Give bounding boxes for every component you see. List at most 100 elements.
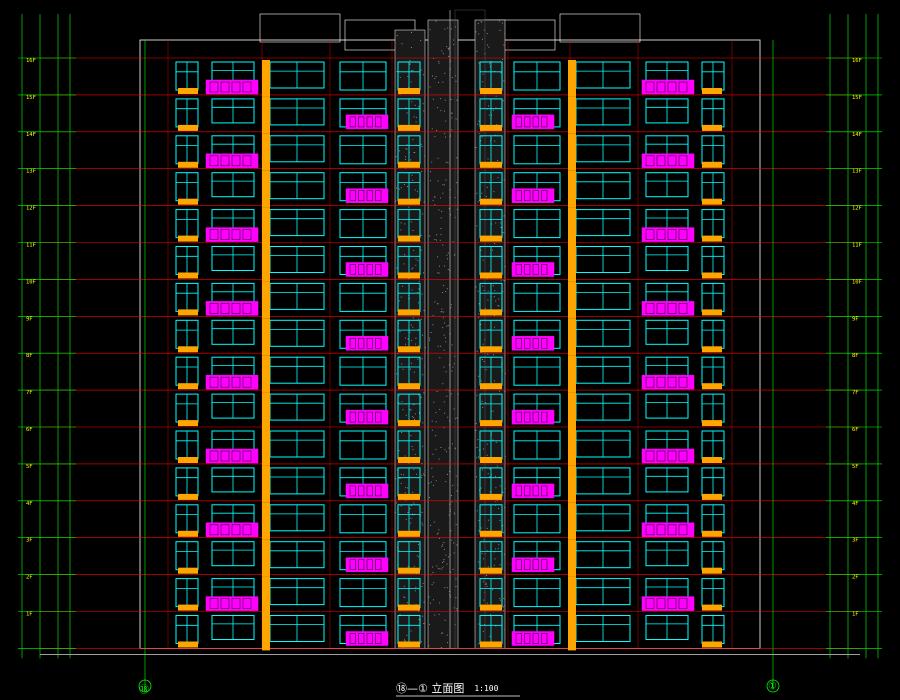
ac-unit — [178, 420, 198, 426]
shaft-speckle — [451, 129, 452, 130]
shaft-speckle — [447, 642, 448, 643]
floor-label-left: 9F — [26, 316, 33, 322]
shaft-speckle — [479, 499, 480, 500]
ac-unit — [480, 457, 502, 463]
shaft-speckle — [484, 30, 485, 31]
shaft-speckle — [423, 74, 424, 75]
shaft-speckle — [487, 444, 488, 445]
ac-unit — [480, 309, 502, 315]
shaft-speckle — [494, 243, 495, 244]
shaft-speckle — [434, 78, 435, 79]
shaft-speckle — [429, 483, 430, 484]
shaft-speckle — [476, 476, 477, 477]
shaft-speckle — [482, 286, 483, 287]
floor-label-left: 10F — [26, 279, 36, 285]
floor-label-left: 1F — [26, 612, 33, 618]
shaft-speckle — [486, 584, 487, 585]
shaft-speckle — [444, 335, 445, 336]
shaft-speckle — [446, 162, 447, 163]
shaft-texture-1 — [428, 20, 458, 648]
shaft-speckle — [504, 391, 505, 392]
shaft-speckle — [456, 182, 457, 183]
shaft-speckle — [487, 300, 488, 301]
shaft-speckle — [478, 121, 479, 122]
shaft-speckle — [477, 124, 478, 125]
shaft-speckle — [411, 340, 412, 341]
shaft-speckle — [455, 26, 456, 27]
shaft-speckle — [444, 266, 445, 267]
ac-unit — [398, 236, 420, 242]
shaft-speckle — [429, 497, 430, 498]
shaft-speckle — [417, 260, 418, 261]
shaft-speckle — [425, 204, 426, 205]
floor-label-right: 13F — [852, 169, 862, 175]
shaft-speckle — [487, 45, 488, 46]
shaft-speckle — [478, 439, 479, 440]
shaft-speckle — [405, 159, 406, 160]
shaft-speckle — [410, 369, 411, 370]
ac-unit — [398, 642, 420, 648]
shaft-speckle — [445, 620, 446, 621]
shaft-speckle — [457, 192, 458, 193]
shaft-speckle — [495, 223, 496, 224]
shaft-speckle — [484, 361, 485, 362]
shaft-speckle — [432, 76, 433, 77]
shaft-speckle — [404, 586, 405, 587]
shaft-speckle — [431, 468, 432, 469]
shaft-speckle — [445, 100, 446, 101]
shaft-speckle — [478, 457, 479, 458]
shaft-speckle — [496, 96, 497, 97]
floor-label-left: 11F — [26, 243, 36, 249]
shaft-speckle — [412, 327, 413, 328]
shaft-speckle — [498, 544, 499, 545]
shaft-speckle — [505, 488, 506, 489]
shaft-speckle — [440, 110, 441, 111]
shaft-speckle — [403, 409, 404, 410]
shaft-speckle — [418, 302, 419, 303]
shaft-speckle — [454, 409, 455, 410]
ac-unit — [702, 88, 722, 94]
ac-unit — [398, 273, 420, 279]
ac-unit — [480, 346, 502, 352]
shaft-speckle — [441, 309, 442, 310]
shaft-speckle — [478, 624, 479, 625]
shaft-speckle — [484, 539, 485, 540]
shaft-speckle — [436, 21, 437, 22]
shaft-speckle — [416, 121, 417, 122]
shaft-speckle — [500, 600, 501, 601]
shaft-speckle — [432, 324, 433, 325]
shaft-speckle — [455, 597, 456, 598]
shaft-speckle — [399, 450, 400, 451]
shaft-speckle — [488, 291, 489, 292]
shaft-speckle — [486, 583, 487, 584]
shaft-speckle — [432, 476, 433, 477]
floor-label-right: 5F — [852, 464, 859, 470]
shaft-speckle — [429, 624, 430, 625]
shaft-speckle — [476, 457, 477, 458]
shaft-speckle — [410, 159, 411, 160]
ac-unit — [398, 199, 420, 205]
shaft-speckle — [493, 354, 494, 355]
shaft-speckle — [451, 99, 452, 100]
shaft-speckle — [442, 327, 443, 328]
shaft-speckle — [411, 221, 412, 222]
shaft-speckle — [399, 189, 400, 190]
shaft-speckle — [452, 344, 453, 345]
shaft-speckle — [505, 24, 506, 25]
ac-unit — [398, 125, 420, 131]
shaft-speckle — [436, 412, 437, 413]
shaft-speckle — [494, 290, 495, 291]
shaft-speckle — [420, 40, 421, 41]
shaft-speckle — [492, 589, 493, 590]
shaft-speckle — [447, 417, 448, 418]
floor-label-right: 1F — [852, 612, 859, 618]
stair-strip — [262, 318, 270, 355]
shaft-speckle — [423, 272, 424, 273]
shaft-speckle — [414, 419, 415, 420]
shaft-speckle — [442, 193, 443, 194]
shaft-speckle — [407, 76, 408, 77]
shaft-speckle — [495, 558, 496, 559]
shaft-speckle — [487, 354, 488, 355]
shaft-speckle — [415, 338, 416, 339]
shaft-speckle — [489, 476, 490, 477]
